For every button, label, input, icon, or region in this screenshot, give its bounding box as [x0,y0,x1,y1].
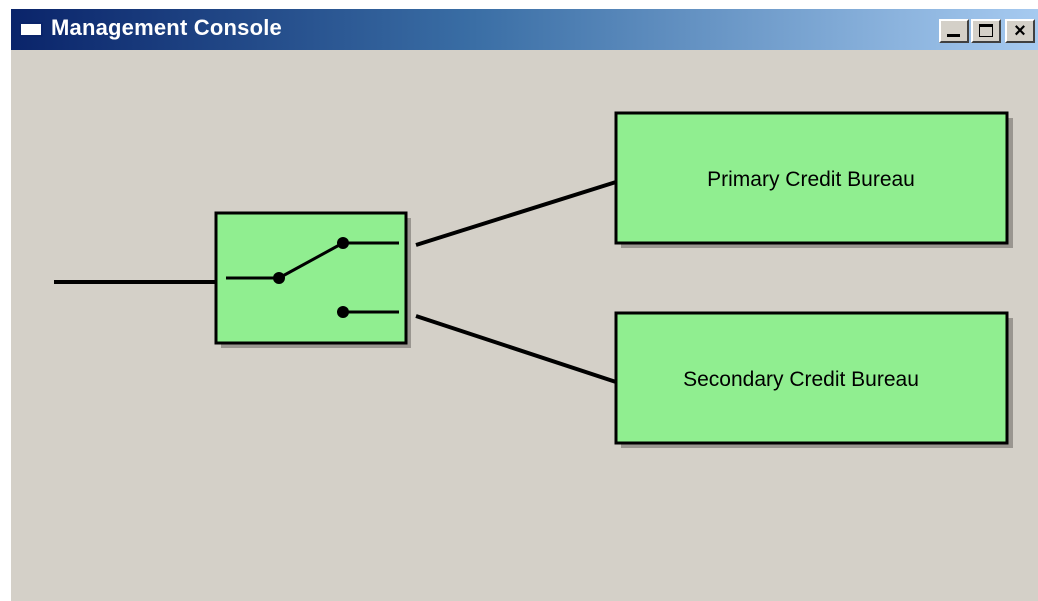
management-console-window: Management Console × [10,8,1038,601]
secondary-bureau-label: Secondary Credit Bureau [683,368,919,391]
title-bar[interactable]: Management Console × [11,9,1038,50]
minimize-button[interactable] [939,19,969,43]
switch-node[interactable] [214,211,408,345]
primary-bureau-label: Primary Credit Bureau [707,168,915,191]
secondary-connector [415,314,617,384]
primary-bureau-node[interactable]: Primary Credit Bureau [614,111,1009,245]
primary-connector [415,180,617,247]
switch-icon [226,237,399,318]
maximize-button[interactable] [971,19,1001,43]
close-icon: × [1014,20,1026,42]
secondary-bureau-box[interactable] [614,311,1009,445]
maximize-icon [979,24,993,37]
primary-bureau-box[interactable] [614,111,1009,245]
secondary-bureau-node[interactable]: Secondary Credit Bureau [614,311,1009,445]
minimize-icon [947,34,960,37]
close-button[interactable]: × [1005,19,1035,43]
window-icon[interactable] [19,22,43,37]
window-title: Management Console [51,15,282,40]
